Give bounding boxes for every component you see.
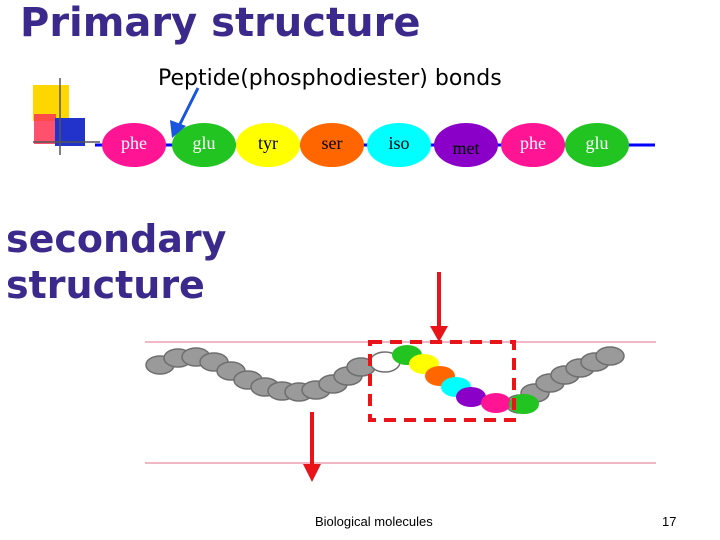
amino-acid-label: tyr: [258, 133, 278, 153]
amino-acid-bead: [236, 123, 300, 167]
amino-acid-label: phe: [121, 133, 147, 153]
amino-acid-bead: [102, 123, 166, 167]
helix-bead: [595, 346, 625, 366]
bond-pointer-arrow-icon: [170, 87, 200, 138]
secondary-heading: secondary structure: [6, 217, 227, 307]
down-arrow-lower-icon: [303, 412, 321, 482]
amino-acid-bead: [367, 123, 431, 167]
amino-acid-label: met: [452, 138, 480, 158]
amino-acid-bead: [300, 123, 364, 167]
amino-acid-bead: [172, 123, 236, 167]
slide-number: 17: [662, 514, 677, 529]
amino-acid-label: glu: [192, 133, 216, 153]
amino-acid-label: glu: [585, 133, 609, 153]
helix-colored-beads: [369, 345, 539, 414]
helix-colored-bead: [509, 394, 539, 414]
helix-colored-bead: [456, 387, 486, 407]
amino-acid-bead: [565, 123, 629, 167]
helix-grey-beads: [145, 346, 625, 414]
footer-text: Biological molecules: [315, 514, 433, 529]
amino-acid-label: phe: [520, 133, 546, 153]
corner-logo-icon: [33, 78, 100, 155]
down-arrow-icon: [430, 272, 448, 342]
page-title: Primary structure: [20, 0, 421, 46]
amino-acid-bead: [501, 123, 565, 167]
amino-acid-label: iso: [388, 133, 410, 153]
bond-caption: Peptide(phosphodiester) bonds: [158, 66, 502, 91]
highlight-box: [368, 340, 516, 422]
amino-acid-chain: [102, 123, 629, 167]
helix-colored-bead: [481, 393, 511, 413]
amino-acid-bead: [434, 123, 498, 167]
amino-acid-label: ser: [321, 133, 343, 153]
